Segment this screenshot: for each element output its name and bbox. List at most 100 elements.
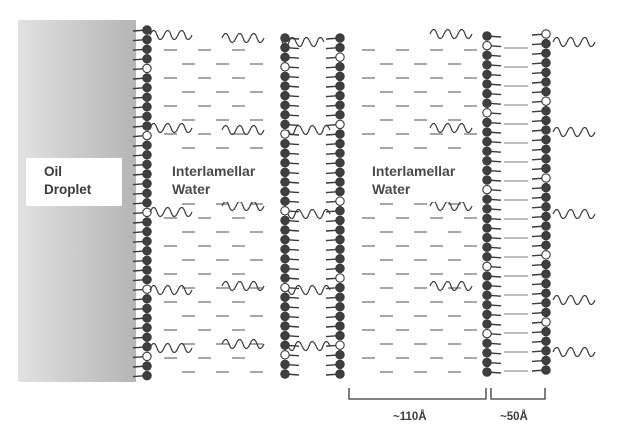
wavy-chain: [552, 36, 596, 48]
oil-droplet-label-box: [26, 158, 122, 206]
surfactant-head: [541, 182, 551, 193]
surfactant-head: [541, 298, 551, 308]
surfactant-head: [541, 202, 551, 212]
surfactant-head: [482, 108, 492, 118]
surfactant-head: [280, 292, 290, 302]
surfactant-head: [280, 186, 290, 197]
surfactant-head: [280, 206, 290, 216]
surfactant-head: [335, 263, 345, 274]
surfactant-head: [335, 340, 345, 350]
surfactant-head: [142, 207, 152, 218]
surfactant-head: [482, 50, 492, 60]
surfactant-head: [335, 71, 345, 82]
surfactant-head: [335, 186, 345, 197]
surfactant-head: [482, 223, 492, 233]
surfactant-head: [335, 33, 345, 43]
surfactant-head: [482, 367, 492, 377]
surfactant-head: [280, 110, 290, 120]
dimension-label-50: ~50Å: [500, 410, 528, 423]
water-label-left-box: [168, 160, 274, 202]
surfactant-head: [482, 242, 492, 252]
surfactant-head: [280, 359, 290, 370]
surfactant-head: [482, 357, 492, 368]
surfactant-head: [280, 321, 290, 331]
surfactant-head: [280, 225, 290, 235]
surfactant-head: [482, 232, 492, 243]
surfactant-head: [541, 106, 551, 116]
surfactant-head: [335, 100, 345, 110]
surfactant-head: [280, 100, 290, 110]
surfactant-head: [142, 294, 152, 304]
surfactant-head: [541, 230, 551, 241]
surfactant-head: [335, 292, 345, 302]
surfactant-head: [541, 192, 551, 202]
surfactant-head: [335, 215, 345, 226]
surfactant-head: [541, 221, 551, 231]
surfactant-head: [335, 62, 345, 72]
surfactant-head: [482, 40, 492, 51]
surfactant-head: [280, 330, 290, 341]
wavy-chain: [287, 340, 331, 352]
surfactant-head: [541, 29, 551, 39]
surfactant-head: [142, 188, 152, 198]
surfactant-head: [142, 236, 152, 246]
surfactant-head: [541, 326, 551, 337]
surfactant-head: [482, 319, 492, 329]
hydrocarbon-tails: [149, 28, 596, 358]
surfactant-head: [280, 254, 290, 264]
surfactant-head: [541, 307, 551, 318]
wavy-chain: [429, 122, 473, 134]
wavy-chain: [552, 294, 596, 306]
surfactant-head: [142, 54, 152, 64]
surfactant-head: [482, 146, 492, 156]
wavy-chain: [221, 280, 265, 292]
surfactant-head: [482, 127, 492, 137]
oil-droplet-label-line2: Droplet: [44, 182, 92, 197]
surfactant-head: [142, 130, 152, 141]
surfactant-head: [142, 226, 152, 237]
bilayer-1-left: [280, 33, 300, 379]
surfactant-head: [541, 288, 551, 298]
surfactant-head: [482, 194, 492, 204]
surfactant-head: [335, 129, 345, 139]
wavy-chain: [429, 280, 473, 292]
surfactant-head: [142, 63, 152, 74]
surfactant-head: [280, 119, 290, 130]
wavy-chain: [221, 200, 265, 212]
surfactant-head: [335, 273, 345, 283]
surfactant-head: [142, 25, 152, 35]
surfactant-head: [541, 355, 551, 366]
surfactant-head: [541, 365, 551, 375]
surfactant-head: [280, 177, 290, 187]
surfactant-head: [482, 252, 492, 262]
surfactant-head: [541, 173, 551, 183]
surfactant-head: [335, 177, 345, 187]
surfactant-head: [541, 240, 551, 250]
surfactant-head: [280, 148, 290, 158]
surfactant-head: [280, 138, 290, 149]
surfactant-head: [280, 302, 290, 312]
surfactant-head: [142, 102, 152, 112]
surfactant-head: [335, 206, 345, 216]
wavy-chain: [221, 32, 265, 44]
surfactant-head: [541, 77, 551, 87]
surfactant-head: [142, 169, 152, 179]
surfactant-head: [482, 31, 492, 41]
surfactant-head: [482, 309, 492, 320]
surfactant-head: [280, 158, 290, 168]
surfactant-head: [142, 274, 152, 285]
surfactant-head: [482, 280, 492, 291]
surfactant-head: [335, 369, 345, 379]
surfactant-head: [482, 261, 492, 272]
surfactant-head: [280, 263, 290, 274]
surfactant-head: [142, 370, 152, 381]
surfactant-head: [541, 163, 551, 174]
surfactant-head: [142, 313, 152, 323]
surfactant-head: [482, 213, 492, 224]
surfactant-head: [142, 217, 152, 227]
surfactant-head: [142, 255, 152, 266]
dimension-label-110: ~110Å: [393, 410, 427, 423]
surfactant-head: [335, 52, 345, 62]
surfactant-head: [142, 82, 152, 93]
surfactant-head: [482, 98, 492, 108]
